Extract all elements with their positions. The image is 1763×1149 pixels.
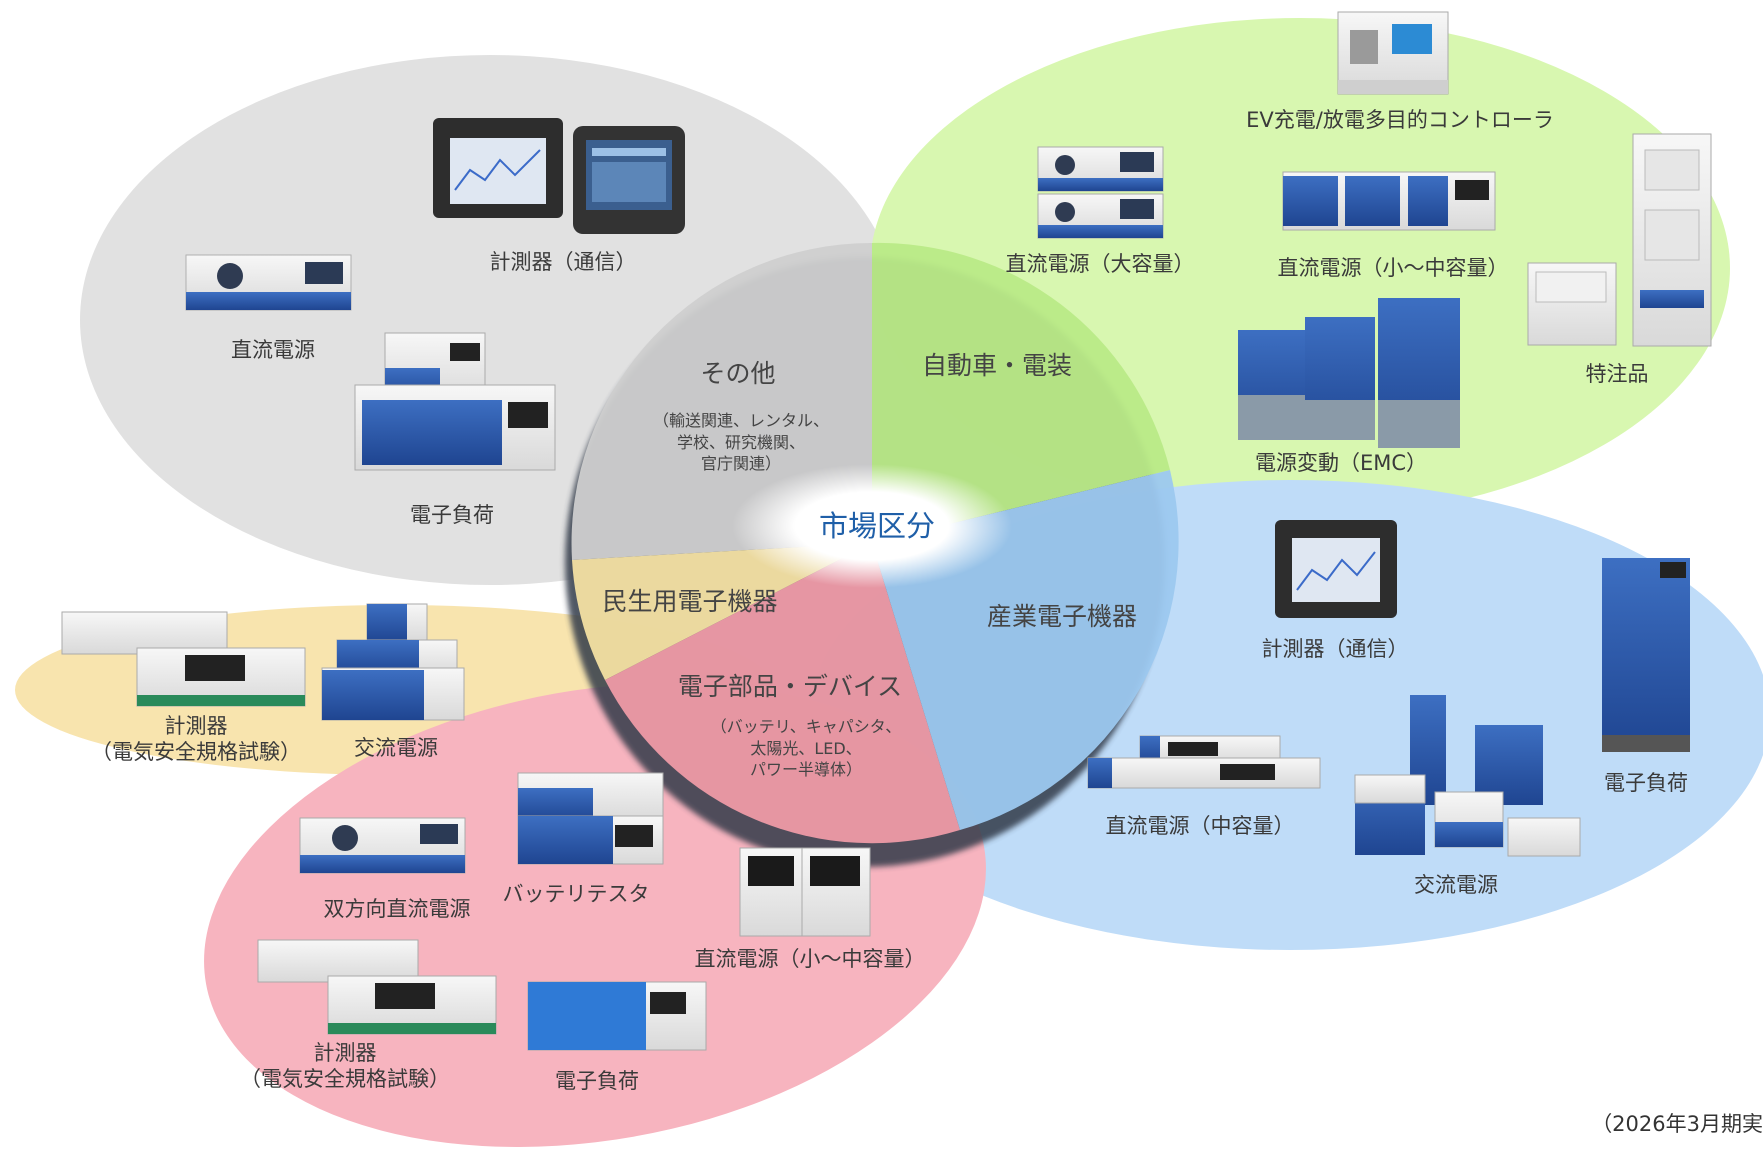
bidir-dc-image [299,817,466,874]
segment-other-note-line: 学校、研究機関、 [676,432,806,452]
other-dc-power-label: 直流電源 [231,338,315,362]
components-e-load-label: 電子負荷 [555,1069,639,1093]
dc-small-mid-label: 直流電源（小～中容量） [1277,256,1509,280]
industrial-dc-mid-label: 直流電源（中容量） [1105,814,1295,838]
components-safety-meter-label: 計測器 （電気安全規格試験） [240,1040,450,1093]
battery-tester-image [517,772,664,865]
components-safety-meter-label-line: （電気安全規格試験） [240,1067,450,1092]
segment-other-title: その他 [700,359,776,388]
segment-components-note: （バッテリ、キャパシタ、 太陽光、LED、 パワー半導体） [711,716,902,781]
industrial-e-load-label: 電子負荷 [1604,771,1688,795]
consumer-ac-power-label: 交流電源 [354,736,438,760]
components-dc-small-mid-image [739,847,871,937]
components-dc-small-mid-label: 直流電源（小～中容量） [694,947,926,971]
consumer-safety-meter-image [61,611,306,707]
segment-other-note-line: 官庁関連） [700,454,782,474]
bidir-dc-label: 双方向直流電源 [323,897,471,921]
segment-components-note-line: パワー半導体） [749,760,862,780]
industrial-ac-power-image [1354,695,1581,857]
ev-controller-label: EV充電/放電多目的コントローラ [1246,108,1554,132]
segment-other-note-line: （輸送関連、レンタル、 [652,411,830,430]
industrial-comm-meter-label: 計測器（通信） [1261,637,1409,661]
industrial-e-load-image [1602,558,1690,752]
components-safety-meter-image [257,939,497,1035]
ev-controller-image [1337,11,1449,95]
custom-product-image [1527,133,1712,347]
custom-product-label: 特注品 [1585,362,1649,386]
emc-label: 電源変動（EMC） [1254,451,1428,475]
other-e-load-label: 電子負荷 [410,503,494,527]
segment-components-note-line: 太陽光、LED、 [750,738,862,758]
consumer-safety-meter-label: 計測器 （電気安全規格試験） [91,713,301,766]
pie-components [605,543,960,844]
dc-small-mid-image [1282,171,1496,231]
consumer-safety-meter-label-line: 計測器 [164,714,228,738]
other-comm-meter-image [433,118,685,234]
center-label-bubble [732,464,1012,588]
segment-automotive-title: 自動車・電装 [921,351,1073,380]
components-e-load-image [527,981,707,1051]
segment-components-note-line: （バッテリ、キャパシタ、 [710,717,902,736]
components-safety-meter-label-line: 計測器 [313,1041,377,1065]
battery-tester-label: バッテリテスタ [502,882,650,906]
other-comm-meter-label: 計測器（通信） [489,250,637,274]
industrial-dc-mid-image [1087,735,1321,789]
industrial-ac-power-label: 交流電源 [1414,873,1498,897]
dc-large-label: 直流電源（大容量） [1005,252,1195,276]
consumer-ac-power-image [321,603,465,721]
segment-components-title: 電子部品・デバイス [677,672,903,701]
dc-large-image [1037,146,1164,239]
emc-image [1238,298,1460,448]
industrial-comm-meter-image [1275,520,1397,618]
footnote: （2026年3月期実 [1591,1112,1763,1136]
consumer-safety-meter-label-line: （電気安全規格試験） [91,740,301,765]
other-e-load-image [354,332,556,471]
segment-consumer-title: 民生用電子機器 [602,587,778,616]
center-label: 市場区分 [818,509,936,543]
pie-automotive [872,242,1170,543]
segment-other-note: （輸送関連、レンタル、 学校、研究機関、 官庁関連） [653,410,829,475]
segment-industrial-title: 産業電子機器 [986,602,1138,631]
other-dc-power-image [185,254,352,311]
